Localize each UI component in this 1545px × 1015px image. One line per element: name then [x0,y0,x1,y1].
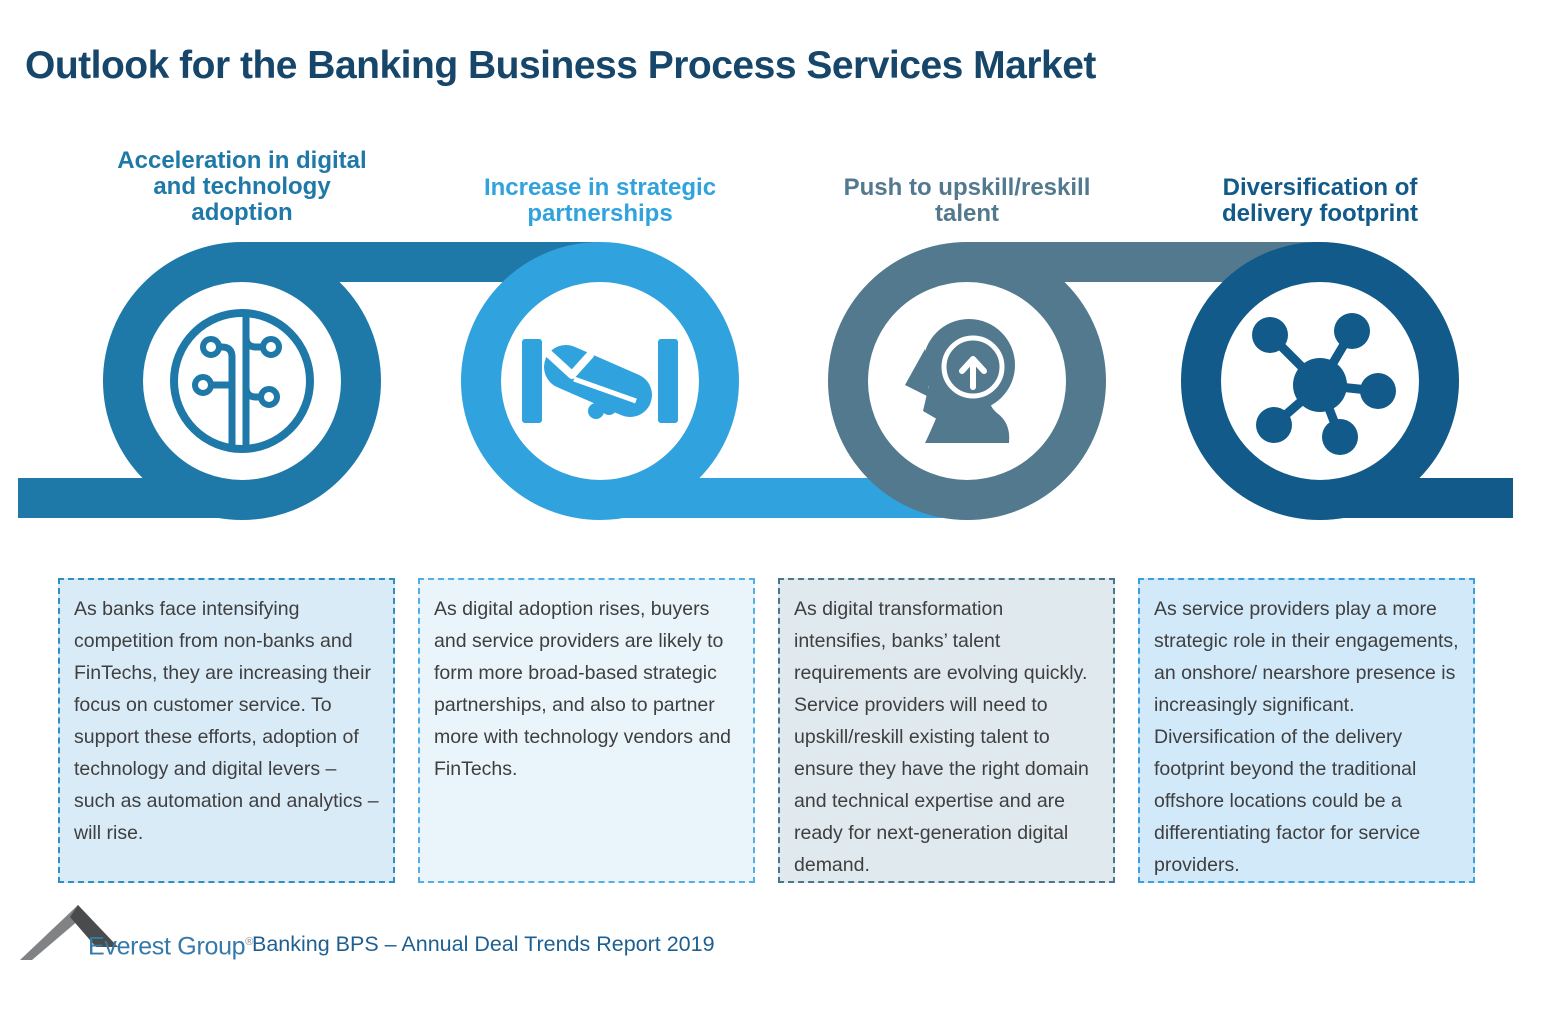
head-up-arrow-icon [905,319,1015,443]
everest-group-logo-icon [20,905,118,960]
handshake-icon [522,339,678,423]
description-box-upskill-talent: As digital transformation intensifies, b… [778,578,1115,883]
step-circle-1 [103,242,381,520]
description-box-strategic-partnerships: As digital adoption rises, buyers and se… [418,578,755,883]
network-nodes-icon [1252,313,1396,455]
report-source-line: Banking BPS – Annual Deal Trends Report … [252,932,715,956]
page-title: Outlook for the Banking Business Process… [25,44,1096,87]
step-heading-digital-adoption: Acceleration in digital and technology a… [117,147,367,226]
description-box-digital-adoption: As banks face intensifying competition f… [58,578,395,883]
description-box-delivery-footprint: As service providers play a more strateg… [1138,578,1475,883]
circuit-board-icon [170,309,314,453]
step-heading-strategic-partnerships: Increase in strategic partnerships [483,174,717,227]
step-heading-upskill-talent: Push to upskill/reskill talent [843,174,1091,227]
brand-text: Everest Group [88,932,246,961]
registered-mark: ® [245,936,254,948]
step-heading-delivery-footprint: Diversification of delivery footprint [1221,174,1419,227]
everest-group-brand: Everest Group® [88,927,253,961]
